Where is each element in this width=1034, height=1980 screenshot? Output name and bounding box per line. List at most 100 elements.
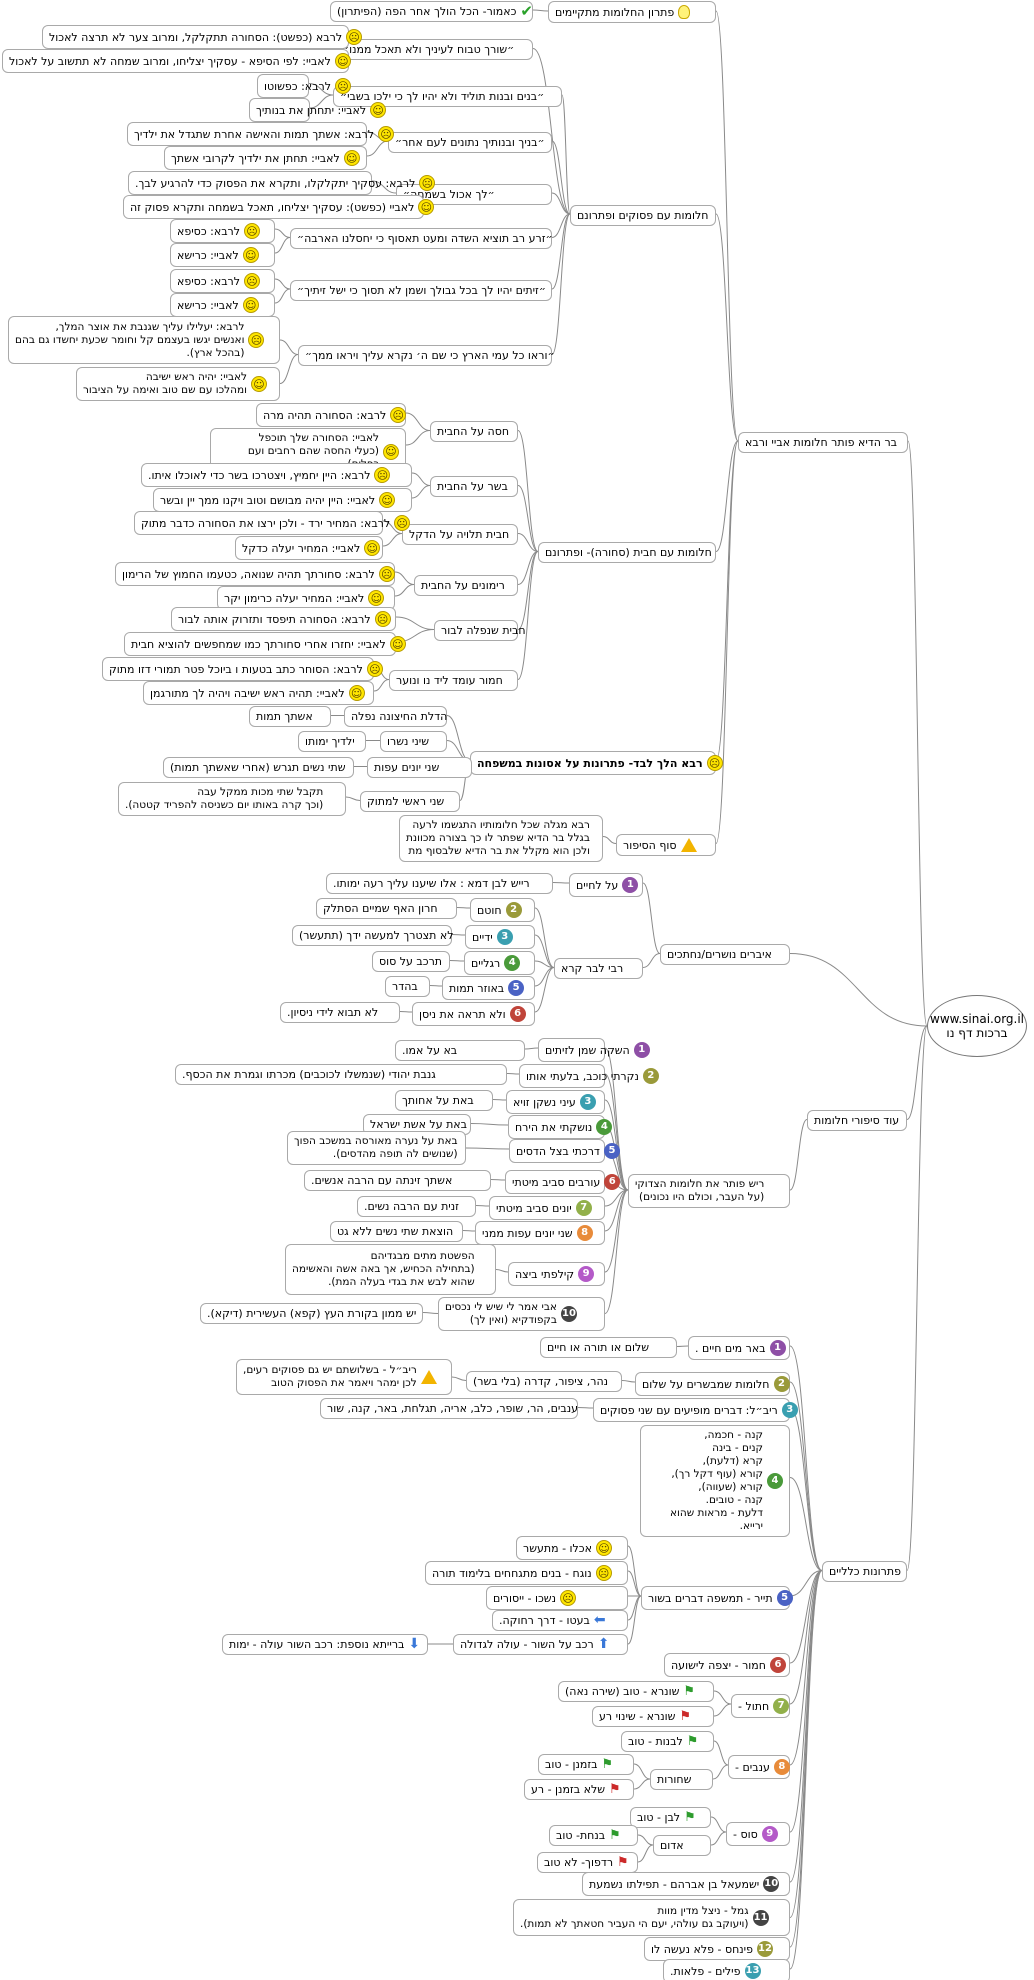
n-sof-node[interactable]: סוף הסיפור <box>616 834 716 856</box>
n-h8-r-node[interactable]: הוצאת שתי נשים ללא גט <box>330 1221 463 1242</box>
n-g5e-r-node[interactable]: ⬇ברייתא נוספת: רכב השור עולה - ימות <box>222 1634 428 1655</box>
n-rava3-node[interactable]: ☹לרבא: אשתך תמות והאישה אחרת שתגדל את יל… <box>127 122 395 146</box>
n-yonim-node[interactable]: שני יונים עפות <box>367 757 472 778</box>
n-g8b-node[interactable]: שחורות <box>650 1769 713 1790</box>
n-h5-r-node[interactable]: באת על נערה מאורסה במשכב הפוך (שנושים לה… <box>287 1131 466 1165</box>
n-rava11-node[interactable]: ☹לרבא: סחורתך תהיה שנואה, כטעמו החמוץ של… <box>115 562 395 586</box>
n-g8b1-node[interactable]: ⚑בזמנן - טוב <box>538 1754 634 1775</box>
n-g7a-node[interactable]: ⚑שונרא - טוב (שירה נאה) <box>558 1681 714 1702</box>
n-g5c-node[interactable]: ☹נשכו - ייסורים <box>486 1586 628 1610</box>
n-rabi-liber-node[interactable]: רבי לבר קרא <box>554 958 643 979</box>
n-abaye12-node[interactable]: ☺לאביי: יחזרו אחרי סחורתך כמו שמחפשים לה… <box>124 632 406 656</box>
n-rava4-node[interactable]: ☹לרבא: עסקיך יתקלקלו, ותקרא את הפסוק כדי… <box>128 171 436 195</box>
n-shinayim-node[interactable]: שיני נשרו <box>380 731 447 752</box>
n-abaye2-node[interactable]: ☺לאביי: יתחתן את בנותיך <box>249 98 387 122</box>
n-raou-node[interactable]: ״וראו כל עמי הארץ כי שם ה׳ נקרא עליך ויר… <box>298 345 555 366</box>
n-abaye3-node[interactable]: ☺לאביי: תחתן את ילדיך לקרובי אשתך <box>164 146 367 170</box>
n-od-sipurei-node[interactable]: עוד סיפורי חלומות <box>807 1110 907 1131</box>
n-abaye11-node[interactable]: ☺לאביי: המחיר יעלה כרימון יקר <box>217 586 395 610</box>
n-g2-r-node[interactable]: נהר, ציפור, קדרה (בלי בשר) <box>466 1371 622 1392</box>
n-lech-node[interactable]: ״לך אכול בשמחה״ <box>396 184 552 205</box>
n-rava-halach-node[interactable]: ☹רבא הלך לבד- פתרונות על אסונות במשפחה <box>470 751 723 775</box>
n-kamma-node[interactable]: ✔כאמור- הכל הולך אחר הפה (הפיתרון) <box>330 1 533 22</box>
n-rava7-node[interactable]: ☹לרבא: יעלילו עליך שגנבת את אוצר המלך, ו… <box>8 316 280 364</box>
n-rava2-node[interactable]: ☹לרבא: כפשוטו <box>257 74 351 98</box>
n-zeitim-node[interactable]: ״זיתים יהיו לך בכל גבולך ושמן לא תסוך כי… <box>290 280 552 301</box>
n-bar-hedya-node[interactable]: בר הדיא פותר חלומות אביי ורבא <box>738 432 908 453</box>
n-g9b-node[interactable]: אדום <box>653 1835 711 1856</box>
n-banim-node[interactable]: ״בנים ובנות תוליד ולא יהיו לך כי ילכו בש… <box>333 86 562 107</box>
n-basar-node[interactable]: בשר על החבית <box>430 476 518 497</box>
n-yonim-r-node[interactable]: שתי נשים תגרש (אחרי שאשתך תמות) <box>163 757 354 778</box>
n-abaye13-node[interactable]: ☺לאביי: תהיה ראש ישיבה ויהיה לך מתורגמן <box>143 681 374 705</box>
n-h2-r-node[interactable]: גנבת יהודי (שנמשלו לכוכבים) מכרתו וגמרת … <box>175 1064 507 1085</box>
n-chasa-node[interactable]: חסה על החבית <box>430 421 518 442</box>
n-evarim-node[interactable]: איברים נושרים/נחתכים <box>660 944 790 965</box>
n-gulgolet-r-node[interactable]: תקבל שתי מכות ממקל עבה (וכך קרה באותו יו… <box>118 782 346 816</box>
n-abaye9-node[interactable]: ☺לאביי: היין יהיה מבושם וטוב ויקנו ממך י… <box>153 488 412 512</box>
n-shinayim-r-node[interactable]: ילדיך ימותו <box>298 731 366 752</box>
n-h7-r-node[interactable]: זנית עם הרבה נשים. <box>357 1196 476 1217</box>
n-abaye1-node[interactable]: ☺לאביי: לפי הסיפא - עסקיך יצליחו, ומרוב … <box>2 49 351 73</box>
n-resh-node[interactable]: ריש פותר את חלומות הצדוקי (על העבר, וכול… <box>628 1174 790 1208</box>
n-yadayim-r-node[interactable]: לא תצטרך למעשה ידך (תתעשר) <box>292 925 454 946</box>
n-shorcha-node[interactable]: ״שורך טבוח לעיניך ולא תאכל ממנו״ <box>335 39 533 60</box>
n-tluya-node[interactable]: חבית תלויה על הדקל <box>402 524 518 545</box>
n-rava10-node[interactable]: ☹לרבא: המחיר ירד - ולכן ירצו את הסחורה כ… <box>134 511 411 535</box>
n-rava13-node[interactable]: ☹לרבא: הסוחר כתב בטעות ו ביוכל פטר תמורי… <box>102 657 383 681</box>
n-g5e-node[interactable]: ⬆רכב על השור - עולה לגדולה <box>453 1634 628 1655</box>
n-delet-r-node[interactable]: אשתך תמות <box>249 706 331 727</box>
n-pitron-kayam-node[interactable]: פתרון החלומות מתקיימים <box>548 1 716 23</box>
n-g8b2-node[interactable]: ⚑שלא בזמנן - רע <box>524 1779 634 1800</box>
n-h9-r-node[interactable]: הפשטת מתים מבגדיהם (בתחילה הכחיש, אך באה… <box>285 1244 496 1295</box>
n-raglayim-r-node[interactable]: תרכב על סוס <box>372 951 450 972</box>
n-al-chayim-r-node[interactable]: רייש לבן דמא : אלו שיענו עליך רעה ימותו. <box>326 873 553 894</box>
n-g1-r-node[interactable]: שלום או תורה או חיים <box>540 1337 677 1358</box>
n-banecha-node[interactable]: ״בניך ובנותיך נתונים לעם אחר״ <box>388 132 552 153</box>
n-g5b-node[interactable]: ☹נוגח - בנים מתגחחים בלימוד תורה <box>425 1561 628 1585</box>
n-h1-r-node[interactable]: בא על אמו. <box>395 1040 525 1061</box>
n-g5d-node[interactable]: ⬅בעטו - דרך רחוקה. <box>492 1610 628 1631</box>
n-g7b-node[interactable]: ⚑שונרא - שינוי רע <box>592 1706 714 1727</box>
n-g8a-node[interactable]: ⚑לבנות - טוב <box>621 1731 714 1752</box>
n-ozen-r-node[interactable]: בהדר <box>385 976 430 997</box>
n-g2-rr-node[interactable]: ריב״ל - בשלושתם יש גם פסוקים רעים, לכן י… <box>236 1359 452 1395</box>
n-nafla-node[interactable]: חבית שנפלה לבור <box>434 620 526 641</box>
n-chotem-r-node[interactable]: חרון האף שמיים הסתלק <box>316 898 457 919</box>
n-pitronot-node[interactable]: פתרונות כלליים <box>822 1561 907 1582</box>
n-pesukim-node[interactable]: חלומות עם פסוקים ופתרונם <box>570 205 716 226</box>
n-abaye5-node[interactable]: ☺לאביי: כרישא <box>170 243 275 267</box>
n-rimonim-node[interactable]: רימונים על החבית <box>414 575 518 596</box>
n-tevot-node[interactable]: חלומות עם חבית (סחורה)- ופתרונם <box>538 542 716 563</box>
n-rava12-node[interactable]: ☹לרבא: הסחורה תיפסד ותזרוק אותה לבור <box>171 607 396 631</box>
n-rava6-node[interactable]: ☹לרבא: כסיפא <box>170 269 275 293</box>
n-zera-node[interactable]: ״זרע רב תוציא השדה ומעט תאסוף כי יחסלנו … <box>290 228 553 249</box>
n-rava1-node[interactable]: ☹לרבא (כפשט): הסחורה תתקלקל, ומרוב צער ל… <box>42 25 363 49</box>
n-gulgolet-node[interactable]: שני ראשי למתוק <box>360 791 460 812</box>
n-rava8-node[interactable]: ☹לרבא: הסחורה תהיה מרה <box>256 403 407 427</box>
